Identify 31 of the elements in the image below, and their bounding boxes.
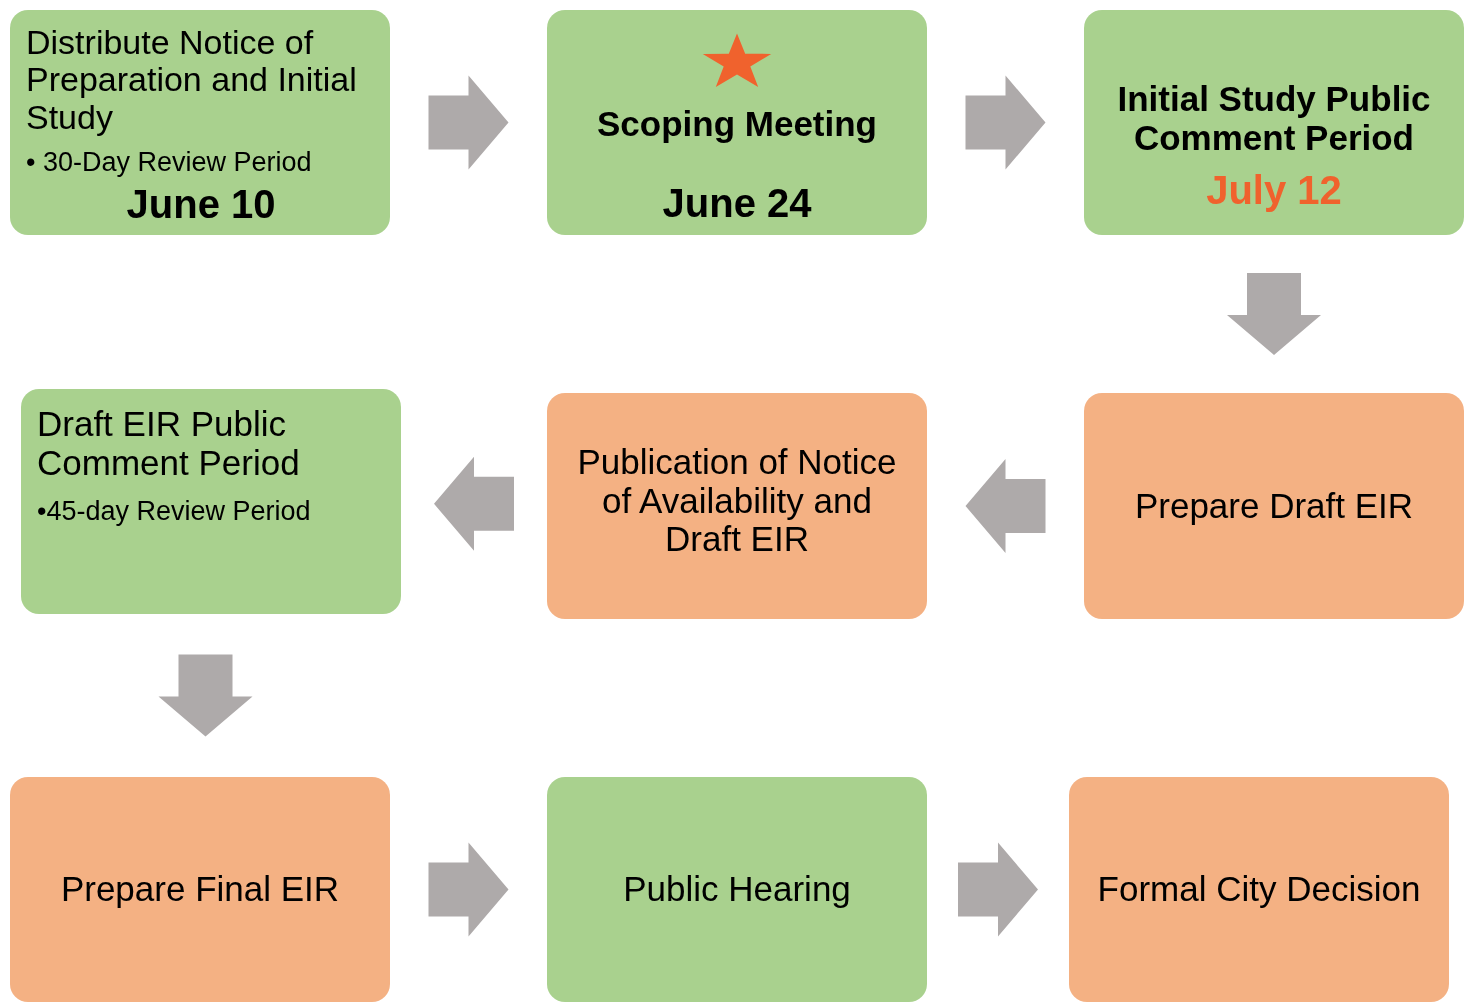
process-box [547,777,927,1002]
block-arrow [434,456,514,551]
block-arrow [958,842,1038,937]
box-title: Formal City Decision [1097,869,1421,910]
block-arrow [1227,273,1321,355]
block-arrow [158,654,253,737]
box-title: Distribute Notice of Preparation and Initial Study [26,24,358,137]
process-box [10,777,390,1002]
box-title: Prepare Draft EIR [1134,485,1414,527]
box-title: Scoping Meeting [597,104,877,145]
block-arrow [965,459,1046,553]
box-title: Publication of Notice of Availability and Draft EIR [576,443,898,559]
box-title: Draft EIR Public Comment Period [37,405,301,482]
process-box [1084,393,1464,619]
process-box [10,10,390,235]
box-title: Public Hearing [623,869,851,910]
box-title: Prepare Final EIR [60,869,340,910]
box-text: •45-day Review Period [37,496,311,528]
block-arrow [428,842,509,937]
process-box [1069,777,1449,1002]
block-arrow [965,75,1046,170]
process-box [21,389,401,614]
box-text: June 10 [126,180,276,227]
box-title: Initial Study Public Comment Period [1116,80,1432,157]
block-arrow [428,75,509,170]
process-box [1084,10,1464,235]
process-box [547,393,927,619]
box-text: • 30-Day Review Period [26,146,312,179]
process-box [547,10,927,235]
box-text: July 12 [1206,167,1342,213]
box-text: June 24 [662,180,812,227]
